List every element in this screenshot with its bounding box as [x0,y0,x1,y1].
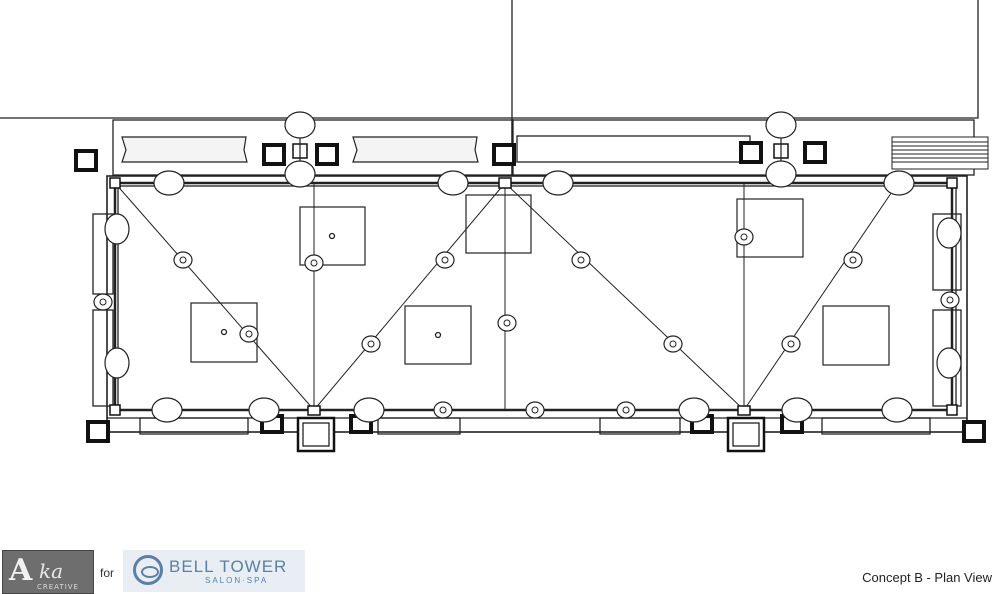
for-text: for [100,566,115,580]
bench-1 [139,417,249,435]
right-window-top [932,213,962,291]
cable-lines [114,182,899,411]
bench-3 [599,417,681,435]
bell-tower-subtitle: SALON·SPA [205,576,269,585]
upper-right-wall [512,0,979,119]
drawing-caption: Concept B - Plan View [862,570,992,585]
entry-steps [296,416,766,453]
light-fixtures-large [104,111,962,423]
track-connectors [109,143,958,416]
bench-4 [821,417,931,435]
drop-lines [299,138,782,161]
bell-tower-name: BELL TOWER [169,557,288,576]
ako-logo-subtitle: CREATIVE [37,583,79,591]
ako-logo-ko: ka [39,559,64,583]
light-centers [99,233,954,414]
stations [190,194,890,366]
columns [74,141,986,443]
upper-bar [516,135,751,163]
upper-wall-outline [0,0,513,119]
planters [121,136,479,163]
bell-tower-mark-icon [133,555,163,585]
bench-2 [377,417,461,435]
room-outer [106,175,968,433]
radiator [891,136,989,170]
room-inner [117,185,957,411]
ako-logo-letter: A [9,553,33,588]
light-fixtures-small [93,228,960,419]
ako-creative-logo: A ka CREATIVE [2,550,94,594]
bell-tower-logo: BELL TOWER SALON·SPA [123,550,305,592]
station-markers [220,232,442,339]
